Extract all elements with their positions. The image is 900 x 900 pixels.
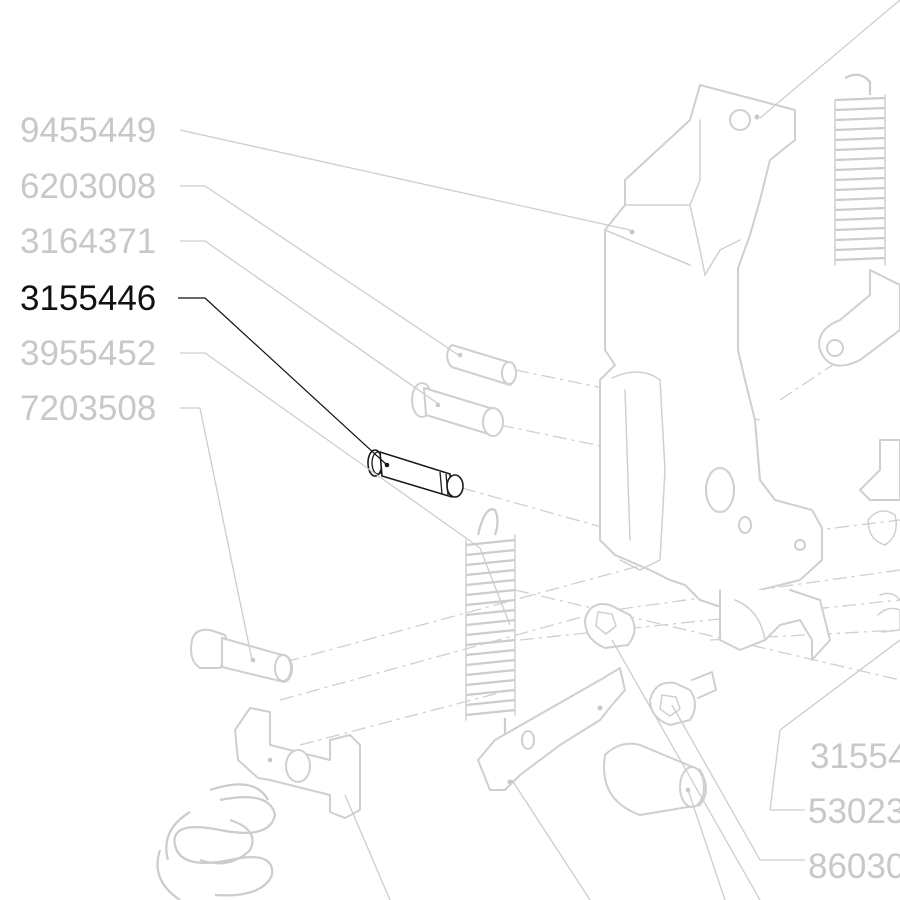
pin-3164371: [411, 382, 504, 437]
torx-nut: [584, 603, 636, 649]
main-bracket: [599, 84, 831, 661]
torx-screw: [649, 671, 717, 726]
pin-7203508: [190, 628, 293, 683]
callout-7203508[interactable]: 7203508: [20, 389, 156, 428]
clevis-block: [234, 707, 361, 819]
callout-6203008[interactable]: 6203008: [20, 167, 156, 206]
callout-right-1[interactable]: 31554: [810, 737, 900, 776]
top-right-spring: [818, 73, 900, 367]
roller: [603, 742, 707, 816]
callout-3164371[interactable]: 3164371: [20, 222, 156, 261]
pin-6203008: [446, 344, 517, 386]
callouts-right: 31554 53023 86030: [808, 737, 900, 886]
callout-3955452[interactable]: 3955452: [20, 334, 156, 373]
lever: [477, 667, 626, 791]
center-spring: [465, 508, 516, 751]
callout-3155446[interactable]: 3155446: [20, 279, 156, 318]
callout-9455449[interactable]: 9455449: [20, 111, 156, 150]
callout-right-3[interactable]: 86030: [808, 847, 900, 886]
right-edge-parts: [859, 439, 900, 633]
leader-lines: [178, 0, 900, 900]
callout-right-2[interactable]: 53023: [808, 792, 900, 831]
callouts-left: 9455449 6203008 3164371 3155446 3955452 …: [20, 111, 156, 428]
pin-3155446-highlighted[interactable]: [367, 449, 464, 498]
compression-spring: [156, 783, 277, 900]
